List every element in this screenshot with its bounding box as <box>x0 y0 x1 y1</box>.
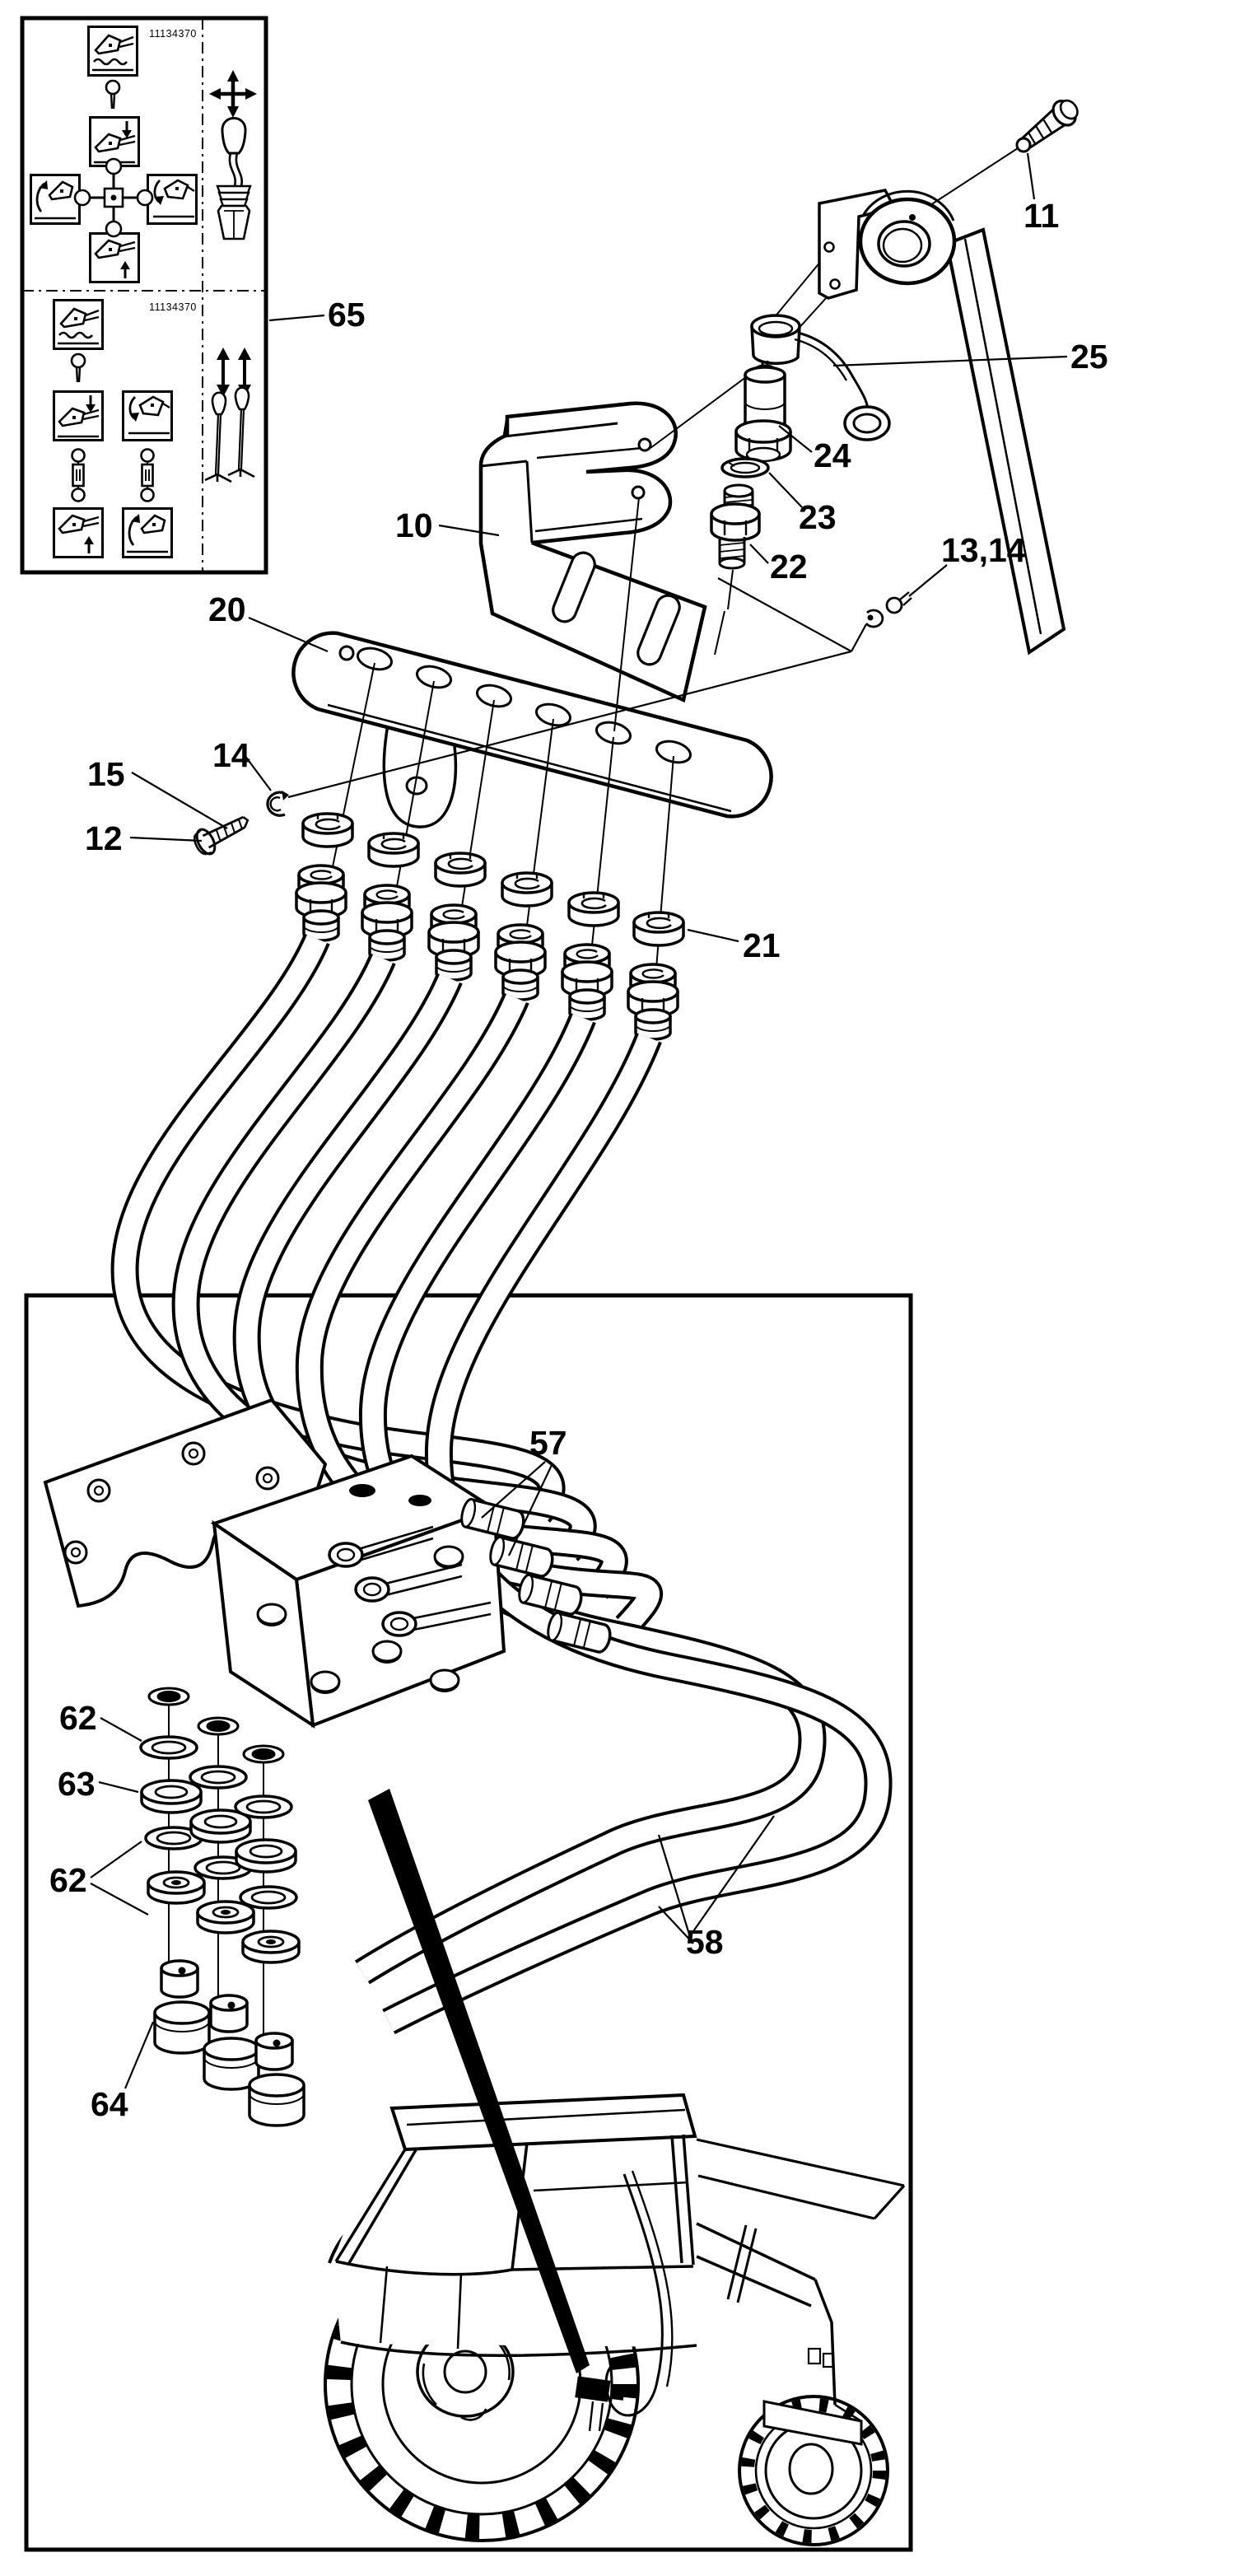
callout-25: 25 <box>1070 338 1108 376</box>
dust-cap-64 <box>153 2000 211 2055</box>
bracket-slot <box>636 594 681 666</box>
hydraulic-loop <box>575 2170 674 2432</box>
leader-lines <box>90 152 1068 2089</box>
coupler-seal-stacks <box>139 1687 305 2127</box>
legend-upper-pictograms <box>31 27 197 282</box>
callout-65: 65 <box>328 296 366 334</box>
bolt-12-15 <box>194 815 249 856</box>
seal-ring-63 <box>235 1838 297 1874</box>
callout-10: 10 <box>395 506 433 544</box>
oring-23 <box>720 457 770 478</box>
hose <box>110 933 566 1523</box>
callout-13-14: 13,14 <box>941 531 1026 569</box>
dust-cap-64 <box>254 2032 294 2071</box>
frame-box <box>24 1293 913 2552</box>
bolt-11 <box>1015 99 1079 153</box>
callout-23: 23 <box>799 498 837 536</box>
callouts: 65 11 25 24 23 22 13,14 10 20 14 15 12 2… <box>49 28 1108 2123</box>
callout-24: 24 <box>814 436 851 474</box>
joystick-cross-icon <box>73 157 154 238</box>
legend-joystick-column <box>209 70 257 240</box>
callout-63: 63 <box>58 1765 96 1803</box>
callout-22: 22 <box>770 548 808 586</box>
washer-14 <box>266 791 289 817</box>
bracket-slot <box>552 551 596 623</box>
valve-block <box>43 1398 506 1729</box>
lanyard-ring <box>843 405 891 441</box>
decal-number-bottom: 11134370 <box>149 301 197 313</box>
callout-15: 15 <box>87 755 125 793</box>
callout-14: 14 <box>212 736 250 774</box>
loader-boom <box>696 2138 906 2303</box>
seal-ring-63 <box>140 1779 203 1814</box>
manifold-plate-20 <box>291 631 773 819</box>
castle-nuts-21 <box>301 812 685 947</box>
loader-arm-bracket <box>818 189 1066 656</box>
seal-ring-62 <box>189 1765 248 1790</box>
seal-ring-62 <box>234 1794 293 1819</box>
fitting-22 <box>710 483 761 570</box>
four-way-arrow-icon <box>209 70 257 118</box>
location-arrow <box>368 1789 590 2373</box>
callout-21: 21 <box>743 926 781 964</box>
remote-coupler-block <box>575 2376 611 2402</box>
callout-64: 64 <box>91 2085 128 2123</box>
dust-cap-64 <box>160 1959 199 1999</box>
cup-seal <box>147 1870 206 1905</box>
hose <box>382 1032 893 2035</box>
callout-57: 57 <box>529 1424 567 1462</box>
block-fittings-57 <box>328 1525 492 1637</box>
callout-58: 58 <box>686 1923 724 1961</box>
front-bumper <box>762 2400 863 2446</box>
seal-ring-62 <box>239 1885 298 1910</box>
joystick-icon <box>216 117 252 240</box>
bracket-10 <box>478 401 707 703</box>
seal-ring-62 <box>139 1735 198 1760</box>
legend-box <box>20 16 268 575</box>
callout-62a: 62 <box>59 1699 97 1737</box>
tractor <box>324 2093 906 2546</box>
assembly-axis-lines <box>319 147 1019 1030</box>
dust-cap-25 <box>750 314 891 441</box>
cab <box>334 2093 697 2358</box>
screw-13-washer-14 <box>865 591 912 628</box>
callout-11: 11 <box>1024 197 1059 235</box>
cup-seal <box>241 1930 301 1964</box>
callout-12: 12 <box>85 819 123 857</box>
coupler-24 <box>734 361 792 463</box>
hose <box>295 992 663 1636</box>
decal-number-top: 11134370 <box>149 28 197 40</box>
hose <box>354 1012 827 1985</box>
callout-20: 20 <box>208 590 246 628</box>
dust-cap-64 <box>248 2073 305 2127</box>
cup-seal <box>196 1900 255 1934</box>
dust-cap-64 <box>209 1994 249 2033</box>
hood <box>696 2222 863 2446</box>
callout-62b: 62 <box>49 1861 87 1899</box>
